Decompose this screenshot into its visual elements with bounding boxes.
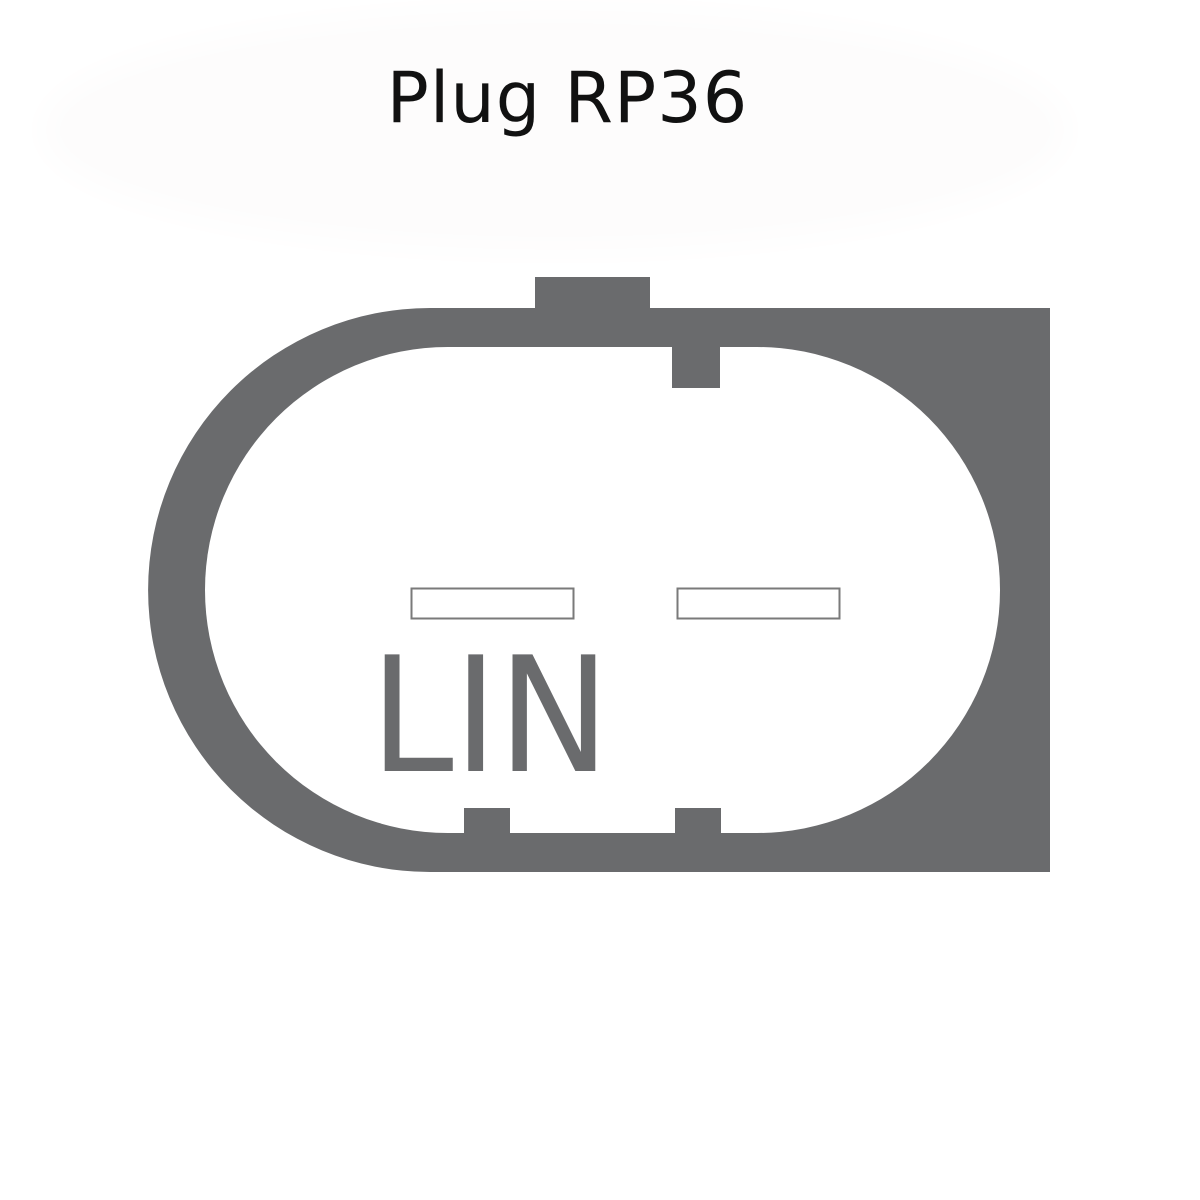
title-backdrop <box>60 30 1050 230</box>
top-locking-key <box>535 277 650 311</box>
inner-bottom-notch-right <box>675 808 721 835</box>
plug-cavity <box>205 347 1000 833</box>
pin-label-lin: LIN <box>370 622 610 809</box>
inner-top-notch <box>672 345 720 388</box>
terminal-pin-right <box>676 587 841 620</box>
inner-bottom-notch-left <box>464 808 510 835</box>
diagram-title: Plug RP36 <box>386 57 749 139</box>
terminal-pin-left <box>410 587 575 620</box>
